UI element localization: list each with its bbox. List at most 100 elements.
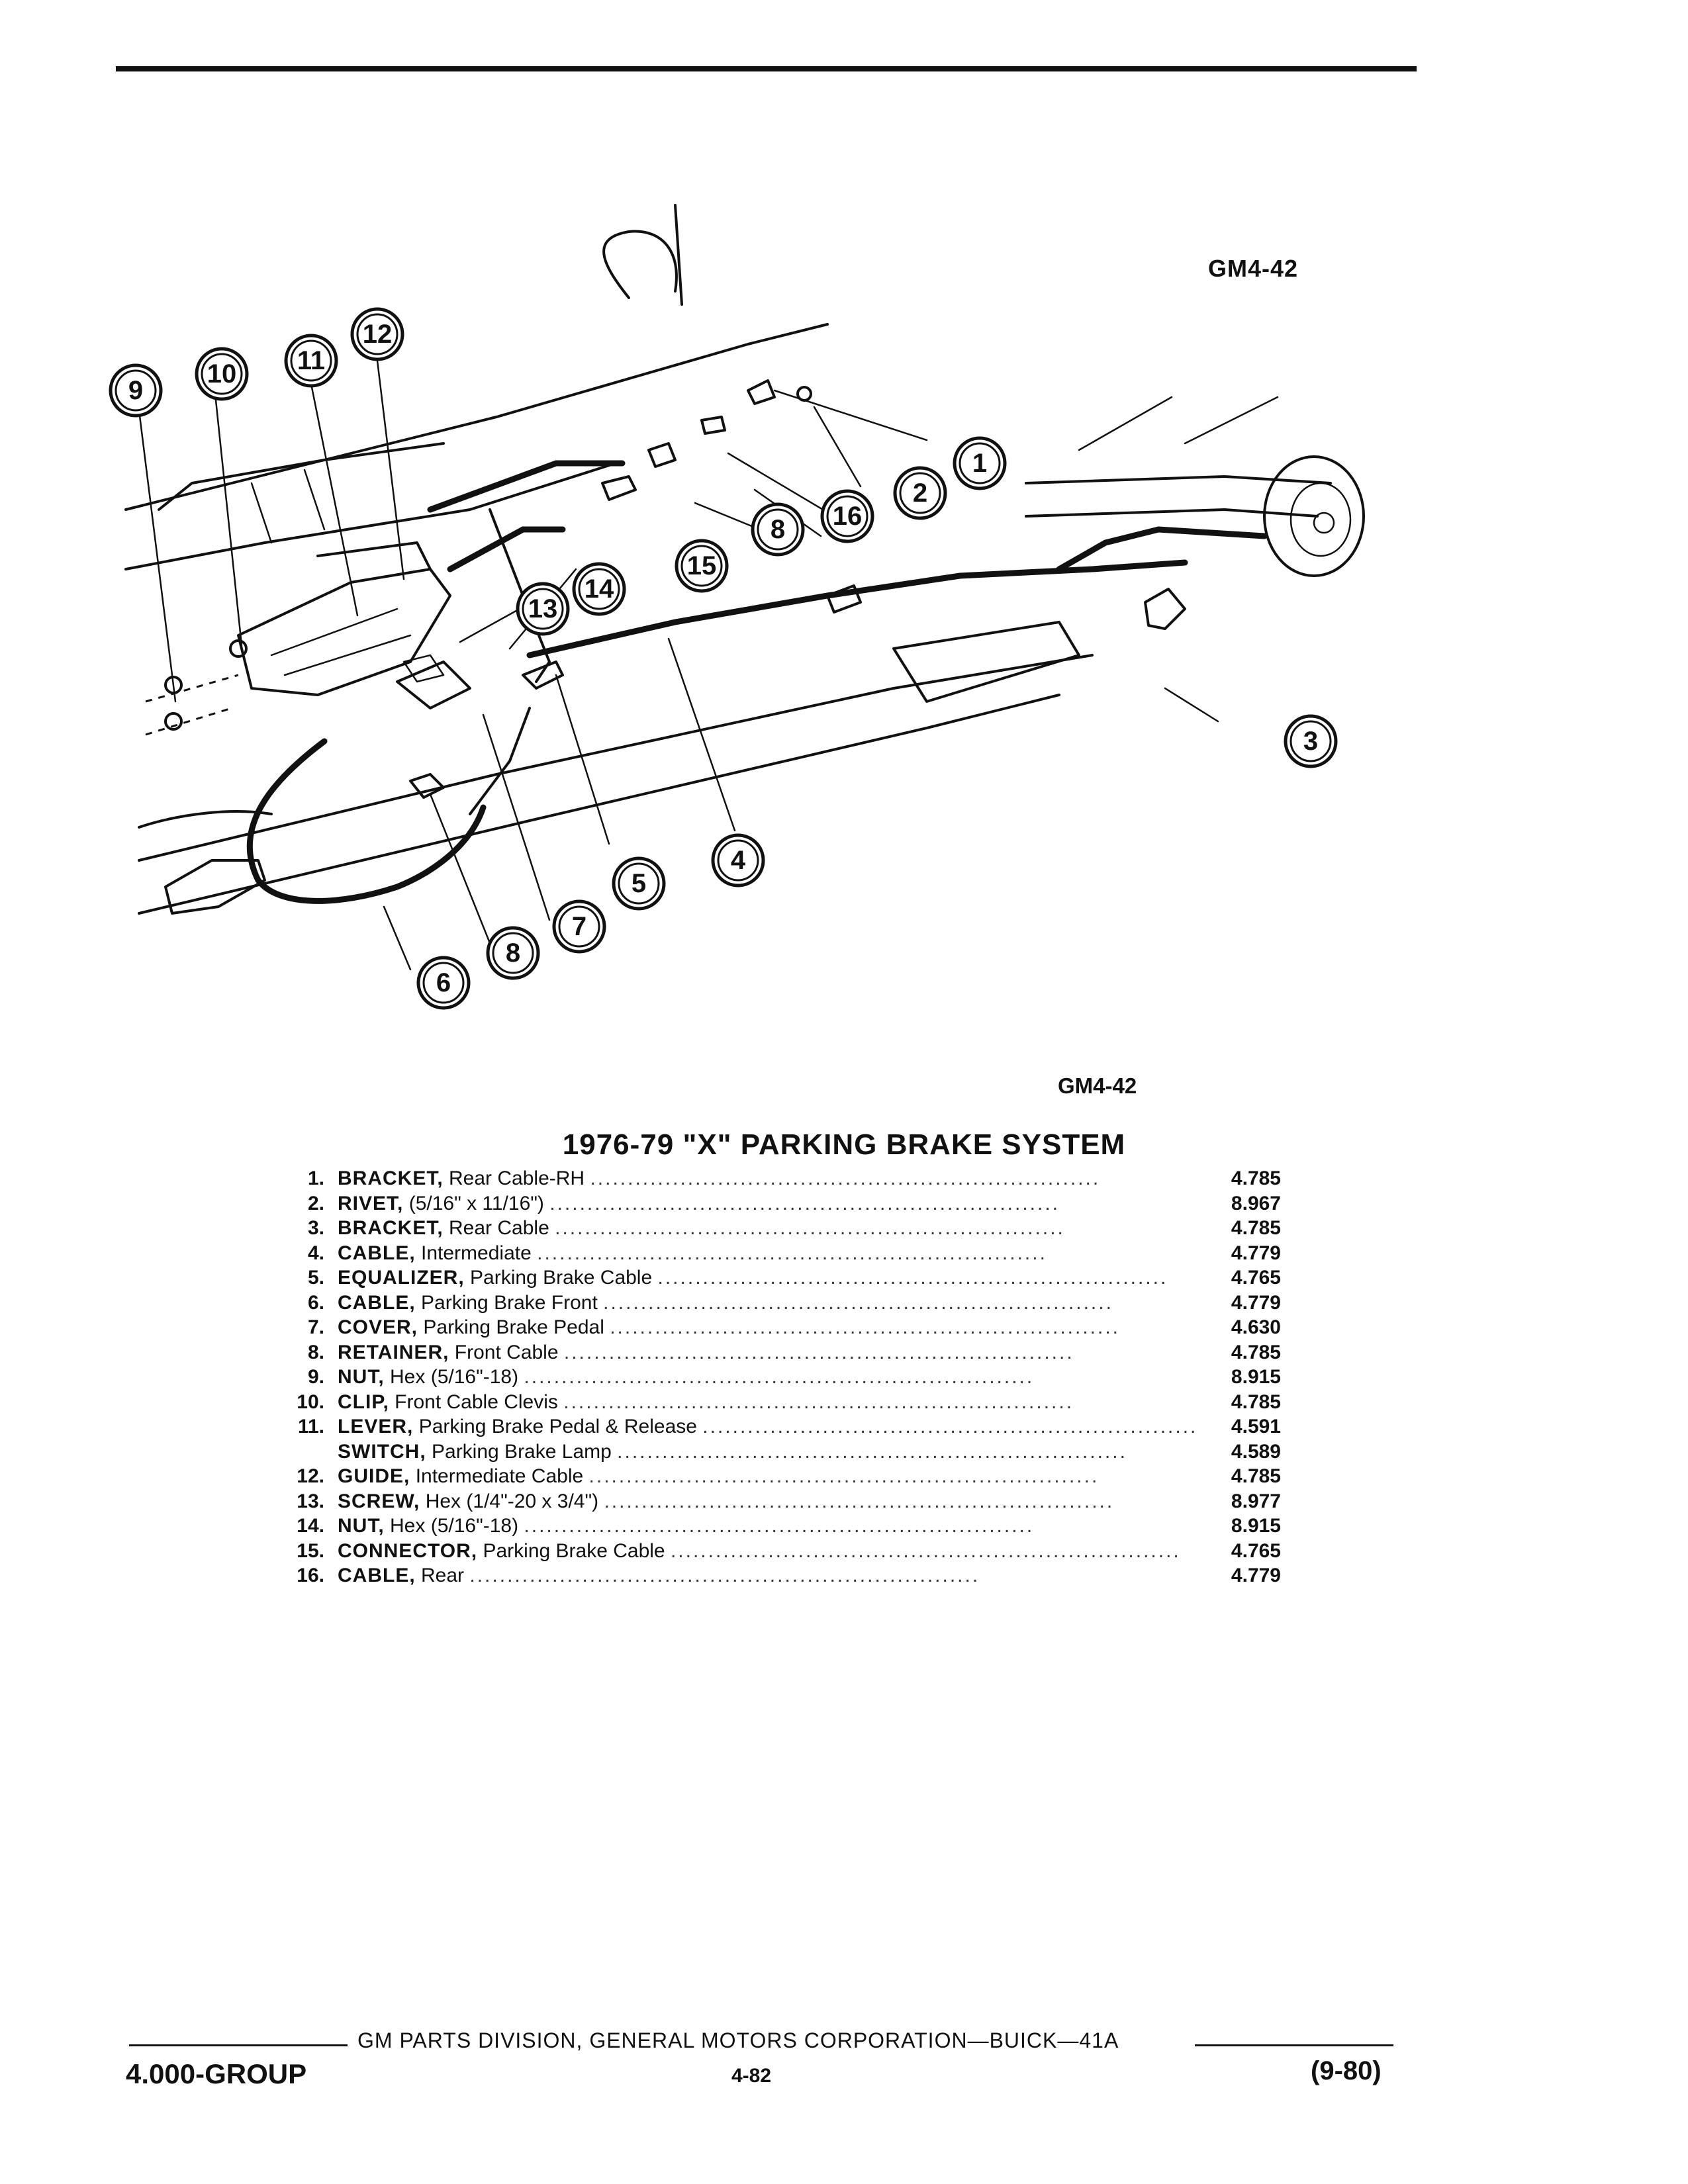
part-description: BRACKET, Rear Cable-RH .................… bbox=[338, 1166, 1397, 1191]
part-reference: 4.779 bbox=[1195, 1563, 1281, 1588]
part-description: CABLE, Parking Brake Front .............… bbox=[338, 1291, 1397, 1316]
part-name: RETAINER, bbox=[338, 1341, 449, 1363]
part-number: 12. bbox=[297, 1465, 324, 1487]
leader-dots: ........................................… bbox=[610, 1316, 1120, 1338]
part-detail: Hex (5/16"-18) bbox=[390, 1515, 519, 1537]
callout-7: 7 bbox=[552, 899, 606, 954]
leader-dots: ........................................… bbox=[524, 1366, 1035, 1388]
part-number: 3. bbox=[307, 1217, 324, 1239]
part-name: NUT, bbox=[338, 1515, 385, 1537]
leader-dots: ........................................… bbox=[537, 1242, 1047, 1264]
part-name: EQUALIZER, bbox=[338, 1267, 465, 1289]
part-detail: Parking Brake Pedal & Release bbox=[418, 1416, 697, 1437]
part-name: GUIDE, bbox=[338, 1465, 410, 1487]
part-detail: Parking Brake Front bbox=[421, 1291, 598, 1314]
svg-text:8: 8 bbox=[771, 515, 785, 544]
footer-corporation: GM PARTS DIVISION, GENERAL MOTORS CORPOR… bbox=[357, 2028, 1119, 2052]
part-name: NUT, bbox=[338, 1366, 385, 1388]
parts-row: 10.CLIP, Front Cable Clevis ............… bbox=[271, 1389, 1297, 1414]
part-name: CABLE, bbox=[338, 1565, 416, 1586]
part-detail: Parking Brake Cable bbox=[470, 1267, 653, 1289]
parts-row: 6.CABLE, Parking Brake Front ...........… bbox=[271, 1290, 1297, 1315]
part-detail: Intermediate bbox=[421, 1242, 532, 1264]
top-rule bbox=[116, 66, 1417, 71]
parts-row: 14.NUT, Hex (5/16"-18) .................… bbox=[271, 1514, 1297, 1539]
footer-rule-right bbox=[1195, 2044, 1393, 2046]
part-reference: 4.765 bbox=[1195, 1538, 1281, 1563]
callout-16: 16 bbox=[820, 489, 874, 543]
parts-row: 8.RETAINER, Front Cable ................… bbox=[271, 1340, 1297, 1365]
svg-text:6: 6 bbox=[436, 968, 451, 997]
part-description: RETAINER, Front Cable ..................… bbox=[338, 1340, 1397, 1365]
svg-text:2: 2 bbox=[913, 478, 927, 508]
leader-dots: ........................................… bbox=[588, 1465, 1100, 1487]
footer-date: (9-80) bbox=[1311, 2056, 1382, 2085]
leader-dots: ........................................… bbox=[524, 1515, 1035, 1537]
parts-list: 1.BRACKET, Rear Cable-RH ...............… bbox=[271, 1166, 1297, 1588]
part-number: 11. bbox=[297, 1416, 324, 1437]
svg-text:10: 10 bbox=[207, 359, 237, 388]
part-reference: 4.779 bbox=[1195, 1240, 1281, 1265]
part-detail: Rear Cable-RH bbox=[449, 1167, 585, 1189]
parts-row: 2.RIVET, (5/16" x 11/16") ..............… bbox=[271, 1191, 1297, 1216]
leader-dots: ........................................… bbox=[563, 1390, 1074, 1413]
callout-12: 12 bbox=[350, 307, 404, 361]
part-detail: Rear Cable bbox=[449, 1217, 549, 1239]
part-description: LEVER, Parking Brake Pedal & Release ...… bbox=[338, 1414, 1397, 1439]
parts-row: 16.CABLE, Rear .........................… bbox=[271, 1563, 1297, 1588]
part-number: 4. bbox=[307, 1242, 324, 1264]
part-description: SCREW, Hex (1/4"-20 x 3/4") ............… bbox=[338, 1489, 1397, 1514]
part-reference: 8.915 bbox=[1195, 1365, 1281, 1390]
callout-11: 11 bbox=[284, 334, 338, 388]
part-reference: 4.589 bbox=[1195, 1439, 1281, 1464]
svg-text:9: 9 bbox=[128, 376, 143, 405]
page-title: 1976-79 "X" PARKING BRAKE SYSTEM bbox=[562, 1128, 1126, 1161]
part-reference: 8.977 bbox=[1195, 1488, 1281, 1514]
part-description: NUT, Hex (5/16"-18) ....................… bbox=[338, 1514, 1397, 1539]
part-reference: 4.785 bbox=[1195, 1389, 1281, 1414]
svg-text:5: 5 bbox=[632, 869, 646, 898]
parts-row: 3.BRACKET, Rear Cable ..................… bbox=[271, 1216, 1297, 1241]
part-reference: 4.785 bbox=[1195, 1216, 1281, 1241]
part-reference: 4.779 bbox=[1195, 1290, 1281, 1315]
part-description: BRACKET, Rear Cable ....................… bbox=[338, 1216, 1397, 1241]
parking-brake-diagram: 1 2 3 4 5 6 7 8 8 9 10 11 12 13 14 15 16 bbox=[109, 204, 1365, 1010]
part-name: RIVET, bbox=[338, 1192, 404, 1214]
part-description: RIVET, (5/16" x 11/16") ................… bbox=[338, 1191, 1397, 1216]
part-detail: Rear bbox=[421, 1565, 465, 1586]
parts-row: 13.SCREW, Hex (1/4"-20 x 3/4") .........… bbox=[271, 1488, 1297, 1514]
part-description: CABLE, Intermediate ....................… bbox=[338, 1241, 1397, 1266]
svg-text:14: 14 bbox=[585, 574, 614, 604]
part-description: CONNECTOR, Parking Brake Cable .........… bbox=[338, 1539, 1397, 1564]
part-number: 2. bbox=[307, 1192, 324, 1214]
leader-dots: ........................................… bbox=[603, 1291, 1113, 1314]
part-number: 5. bbox=[307, 1267, 324, 1289]
part-number: 6. bbox=[307, 1291, 324, 1314]
part-reference: 4.785 bbox=[1195, 1464, 1281, 1489]
leader-dots: ........................................… bbox=[469, 1565, 980, 1586]
callout-8-upper: 8 bbox=[751, 502, 805, 557]
svg-text:7: 7 bbox=[572, 912, 586, 941]
svg-text:8: 8 bbox=[506, 938, 520, 968]
leader-dots: ........................................… bbox=[617, 1440, 1127, 1463]
part-reference: 4.765 bbox=[1195, 1265, 1281, 1291]
callout-15: 15 bbox=[675, 539, 729, 593]
callout-2: 2 bbox=[893, 466, 947, 520]
part-reference: 4.785 bbox=[1195, 1340, 1281, 1365]
figure-code-bottom: GM4-42 bbox=[1058, 1073, 1137, 1098]
part-number: 8. bbox=[307, 1341, 324, 1363]
callout-14: 14 bbox=[572, 562, 626, 616]
part-reference: 4.591 bbox=[1195, 1414, 1281, 1439]
leader-dots: ........................................… bbox=[555, 1217, 1065, 1239]
part-number: 13. bbox=[297, 1490, 324, 1512]
part-number: 15. bbox=[297, 1539, 324, 1562]
page-footer: GM PARTS DIVISION, GENERAL MOTORS CORPOR… bbox=[0, 2015, 1688, 2115]
svg-text:4: 4 bbox=[731, 846, 746, 875]
callout-8-lower: 8 bbox=[486, 926, 540, 980]
part-detail: Front Cable bbox=[454, 1341, 559, 1363]
part-number: 10. bbox=[297, 1390, 324, 1413]
callout-6: 6 bbox=[416, 956, 471, 1010]
leader-dots: ........................................… bbox=[590, 1167, 1101, 1189]
part-description: COVER, Parking Brake Pedal .............… bbox=[338, 1315, 1397, 1340]
part-description: CLIP, Front Cable Clevis ...............… bbox=[338, 1390, 1397, 1415]
